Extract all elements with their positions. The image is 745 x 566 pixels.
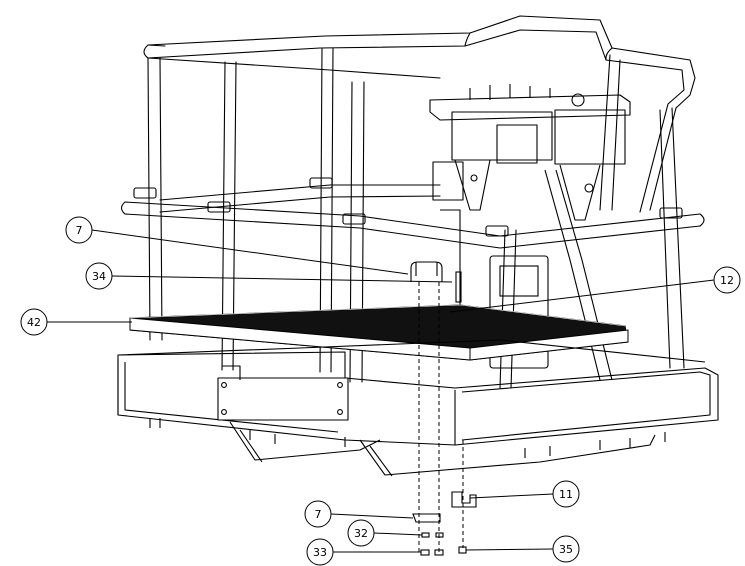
callout-label: 7 — [76, 224, 83, 237]
callout-7-bottom: 7 — [304, 500, 332, 528]
leader-lines — [47, 229, 715, 553]
grating-platform — [129, 304, 629, 361]
callout-label: 35 — [559, 543, 573, 556]
base-tub — [117, 339, 719, 477]
callout-label: 32 — [354, 527, 368, 540]
callout-label: 34 — [92, 270, 106, 283]
callout-42: 42 — [20, 308, 48, 336]
callout-12: 12 — [713, 266, 741, 294]
callout-label: 33 — [313, 546, 327, 559]
callout-11: 11 — [552, 480, 580, 508]
callout-34: 34 — [85, 262, 113, 290]
callout-label: 7 — [315, 508, 322, 521]
callout-32: 32 — [347, 519, 375, 547]
bracket-parts — [410, 261, 477, 556]
control-box — [429, 84, 631, 221]
assembly-guide-lines — [418, 282, 464, 552]
callout-7-top: 7 — [65, 216, 93, 244]
callout-label: 42 — [27, 316, 41, 329]
callout-label: 11 — [559, 488, 573, 501]
callout-label: 12 — [720, 274, 734, 287]
callout-33: 33 — [306, 538, 334, 566]
callout-35: 35 — [552, 535, 580, 563]
